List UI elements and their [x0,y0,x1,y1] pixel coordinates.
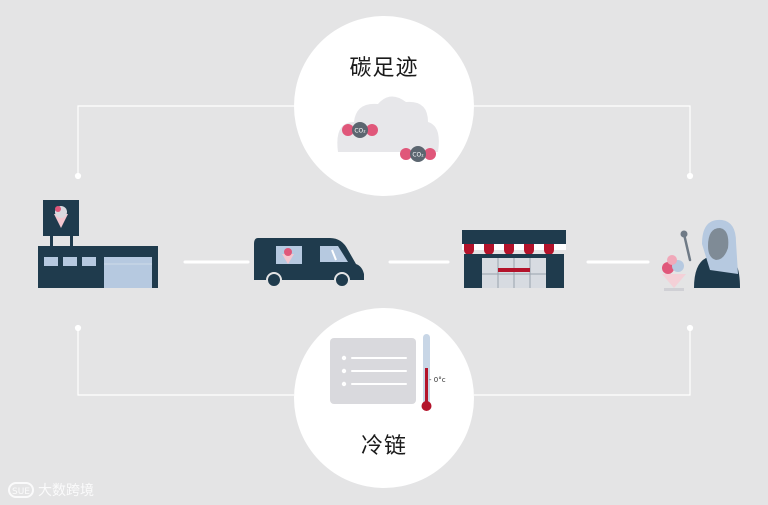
carbon-footprint-circle: 碳足迹 CO₂ CO₂ [294,16,474,196]
top-right-connector [474,105,691,176]
co2-label-left: CO₂ [354,128,366,135]
watermark: SUE 大数跨境 [8,480,94,500]
bottom-left-connector [77,328,294,396]
watermark-logo: SUE [8,482,34,498]
bottom-right-connector [474,328,691,396]
delivery-truck-icon [254,238,364,288]
thermometer-icon [421,334,432,411]
cold-chain-icon [330,334,432,411]
watermark-text: 大数跨境 [38,483,94,499]
co2-label-right: CO₂ [412,152,424,159]
top-left-connector [77,105,294,176]
co2-cloud-icon: CO₂ CO₂ [337,96,439,162]
temperature-label: - 0°c [429,376,446,384]
factory-icon [38,200,158,288]
cold-chain-circle: - 0°c 冷链 [294,308,474,488]
carbon-footprint-title: 碳足迹 [349,56,419,81]
retail-store-icon [462,230,566,288]
consumer-icon [662,219,740,291]
cold-chain-title: 冷链 [360,434,407,459]
co2-molecule-left [342,122,378,138]
co2-molecule-right [400,146,436,162]
